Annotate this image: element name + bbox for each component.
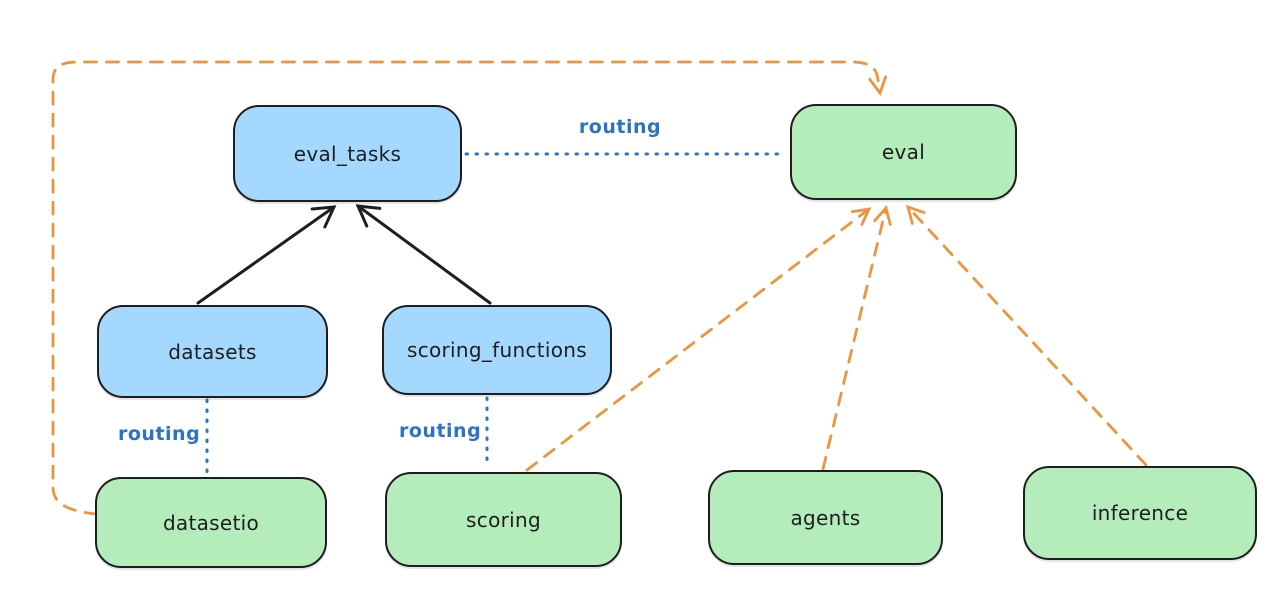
edge-label-routing-scoring-functions-scoring: routing bbox=[399, 420, 482, 442]
node-scoring: scoring bbox=[385, 472, 622, 567]
edge-label-routing-eval-tasks-eval: routing bbox=[578, 116, 662, 138]
edge-datasetio-to-eval bbox=[51, 60, 888, 516]
edge-scoring-to-eval bbox=[525, 207, 872, 472]
edge-scoring-functions-to-eval-tasks bbox=[355, 204, 492, 305]
node-scoring-functions: scoring_functions bbox=[382, 305, 612, 395]
edge-datasets-to-eval-tasks bbox=[196, 205, 337, 305]
node-eval-tasks: eval_tasks bbox=[233, 105, 462, 202]
node-inference: inference bbox=[1023, 466, 1257, 560]
node-agents: agents bbox=[708, 470, 943, 565]
edge-agents-to-eval bbox=[821, 205, 892, 471]
node-eval: eval bbox=[790, 104, 1017, 200]
edge-inference-to-eval bbox=[905, 204, 1148, 467]
node-datasets: datasets bbox=[97, 305, 328, 398]
edge-label-routing-datasets-datasetio: routing bbox=[118, 423, 201, 445]
node-datasetio: datasetio bbox=[95, 477, 327, 568]
